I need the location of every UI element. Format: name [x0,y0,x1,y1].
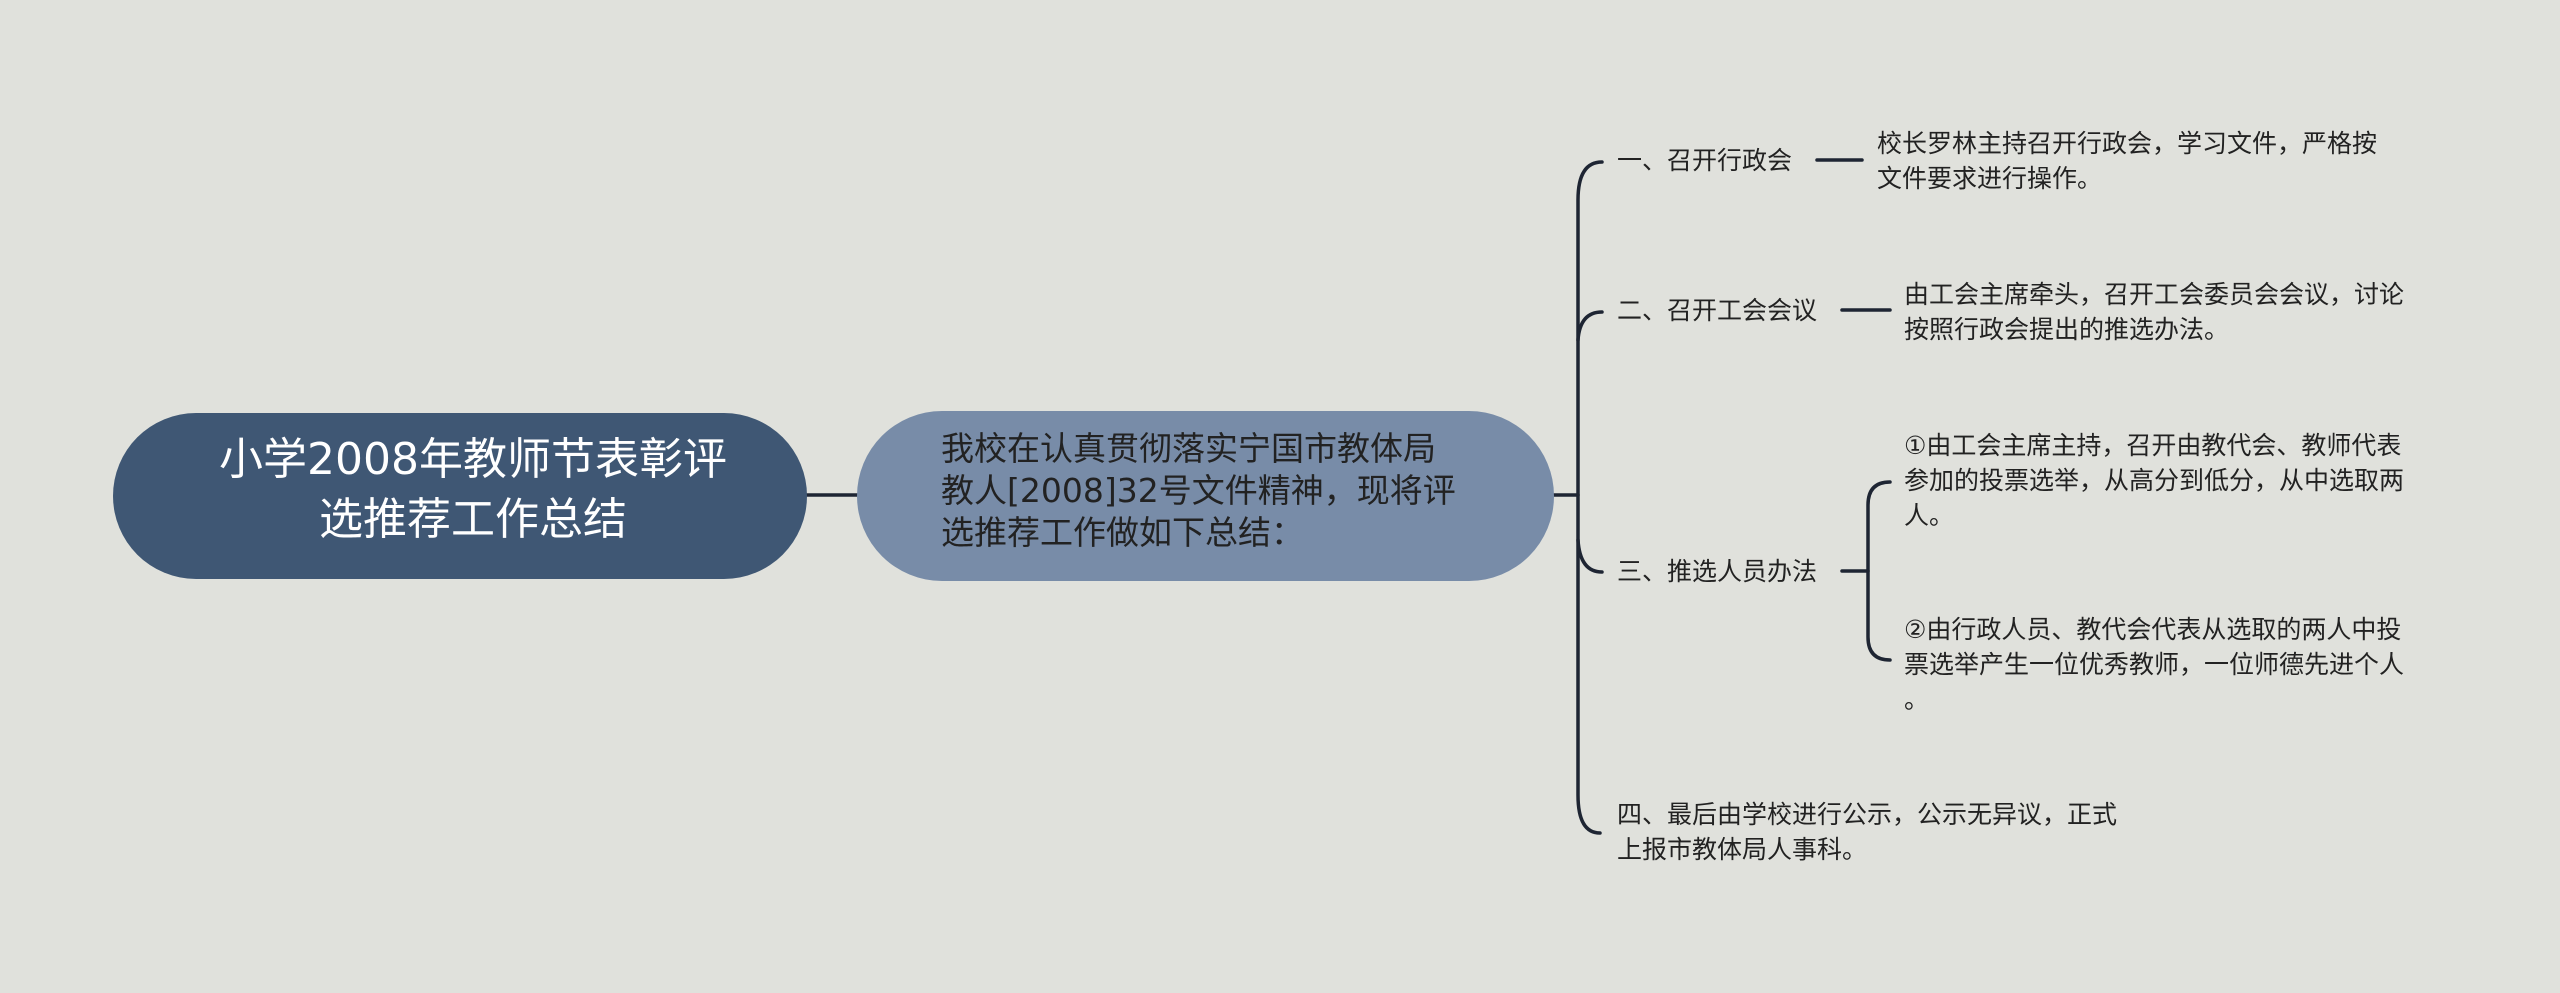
summary-line-3: 选推荐工作做如下总结： [941,513,1304,552]
branch-4-label: 四、最后由学校进行公示，公示无异议，正式 上报市教体局人事科。 [1617,797,2117,867]
branch-3-detail-1-line-1: ①由工会主席主持，召开由教代会、教师代表 [1904,431,2402,460]
branch-4-label-line-2: 上报市教体局人事科。 [1617,835,1868,864]
summary-node: 我校在认真贯彻落实宁国市教体局 教人[2008]32号文件精神，现将评 选推荐工… [857,411,1554,581]
root-node: 小学2008年教师节表彰评 选推荐工作总结 [113,413,807,579]
branch-3-detail-2: ②由行政人员、教代会代表从选取的两人中投 票选举产生一位优秀教师，一位师德先进个… [1904,612,2404,717]
branch-1-label: 一、召开行政会 [1617,146,1793,175]
branch-2-detail-line-1: 由工会主席牵头，召开工会委员会会议，讨论 [1904,280,2405,309]
branch-3-detail-2-line-1: ②由行政人员、教代会代表从选取的两人中投 [1904,615,2402,644]
branch-3-label: 三、推选人员办法 [1617,557,1818,586]
connector-branch-3 [1576,538,1604,574]
root-title-line-2: 选推荐工作总结 [319,494,627,545]
connector-sub-bracket [1866,480,1892,662]
branch-4-label-line-1: 四、最后由学校进行公示，公示无异议，正式 [1617,800,2118,829]
branch-3-detail-1: ①由工会主席主持，召开由教代会、教师代表 参加的投票选举，从高分到低分，从中选取… [1904,428,2404,533]
branch-2-label: 二、召开工会会议 [1617,296,1818,325]
branch-3-detail-1-line-3: 人。 [1904,501,1955,530]
branch-2-detail-line-2: 按照行政会提出的推选办法。 [1904,315,2230,344]
branch-1-detail-line-1: 校长罗林主持召开行政会，学习文件，严格按 [1877,129,2378,158]
branch-2-detail: 由工会主席牵头，召开工会委员会会议，讨论 按照行政会提出的推选办法。 [1904,277,2404,347]
branch-1-detail: 校长罗林主持召开行政会，学习文件，严格按 文件要求进行操作。 [1877,126,2377,196]
connector-main-bracket [1576,160,1604,835]
summary-line-2: 教人[2008]32号文件精神，现将评 [941,471,1456,510]
connector-branch-2 [1576,310,1604,342]
summary-line-1: 我校在认真贯彻落实宁国市教体局 [941,429,1436,468]
branch-3-detail-1-line-2: 参加的投票选举，从高分到低分，从中选取两 [1904,466,2405,495]
branch-3-detail-2-line-2: 票选举产生一位优秀教师，一位师德先进个人 [1904,650,2405,679]
branch-1-detail-line-2: 文件要求进行操作。 [1877,164,2103,193]
branch-3-detail-2-line-3: 。 [1904,685,1930,714]
root-title-line-1: 小学2008年教师节表彰评 [219,434,727,485]
